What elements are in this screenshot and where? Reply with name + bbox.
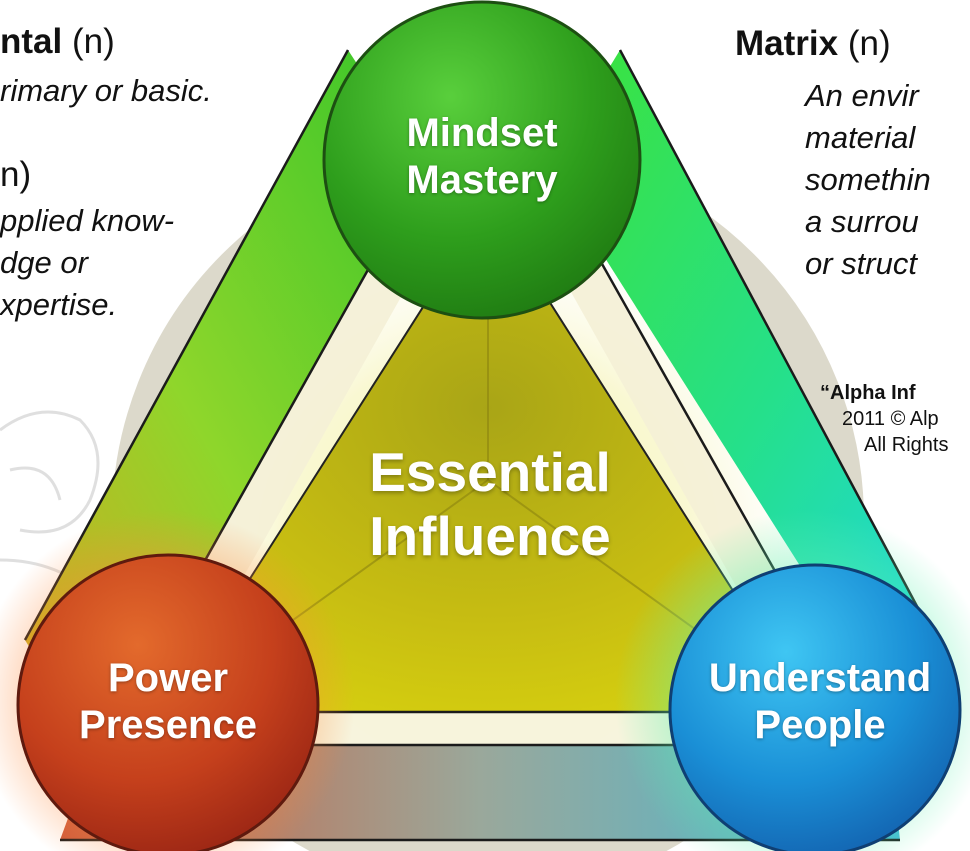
- matrix-def-line: An envir: [805, 78, 919, 113]
- matrix-def-line: material: [805, 120, 916, 155]
- matrix-term: Matrix (n): [735, 24, 891, 63]
- copyright-title: “Alpha Inf: [820, 382, 916, 404]
- fundamental-definition: rimary or basic.: [0, 73, 212, 108]
- power-presence-label: Power Presence: [48, 655, 288, 749]
- node-mindset-mastery: [322, 0, 642, 320]
- skill-definition: pplied know- dge or xpertise.: [0, 200, 220, 326]
- node-label-line: People: [754, 703, 886, 747]
- center-label-line: Essential: [369, 441, 611, 503]
- copyright-line-1: 2011 © Alp: [842, 408, 939, 430]
- node-label-line: Mindset: [406, 111, 558, 155]
- node-label-line: Power: [107, 656, 229, 700]
- skill-def-line: xpertise.: [0, 287, 118, 322]
- skill-term: n): [0, 155, 32, 194]
- matrix-definition: An envir material somethin a surrou or s…: [805, 75, 970, 285]
- copyright-line-2: All Rights: [864, 434, 949, 456]
- copyright-block: “Alpha Inf 2011 © Alp All Rights: [820, 380, 948, 458]
- node-understand-people: [668, 563, 962, 851]
- understand-people-label: Understand People: [670, 655, 970, 749]
- matrix-def-line: or struct: [805, 246, 917, 281]
- matrix-def-line: a surrou: [805, 204, 919, 239]
- center-label-line: Influence: [369, 505, 611, 567]
- node-power-presence: [16, 553, 320, 851]
- skill-def-line: pplied know-: [0, 203, 175, 238]
- skill-def-line: dge or: [0, 245, 88, 280]
- node-label-line: Mastery: [406, 158, 558, 202]
- fundamental-term: ntal (n): [0, 22, 115, 61]
- node-label-line: Presence: [79, 703, 257, 747]
- matrix-def-line: somethin: [805, 162, 931, 197]
- essential-influence-label: Essential Influence: [330, 440, 650, 568]
- node-label-line: Understand: [708, 656, 932, 700]
- mindset-mastery-label: Mindset Mastery: [372, 110, 592, 204]
